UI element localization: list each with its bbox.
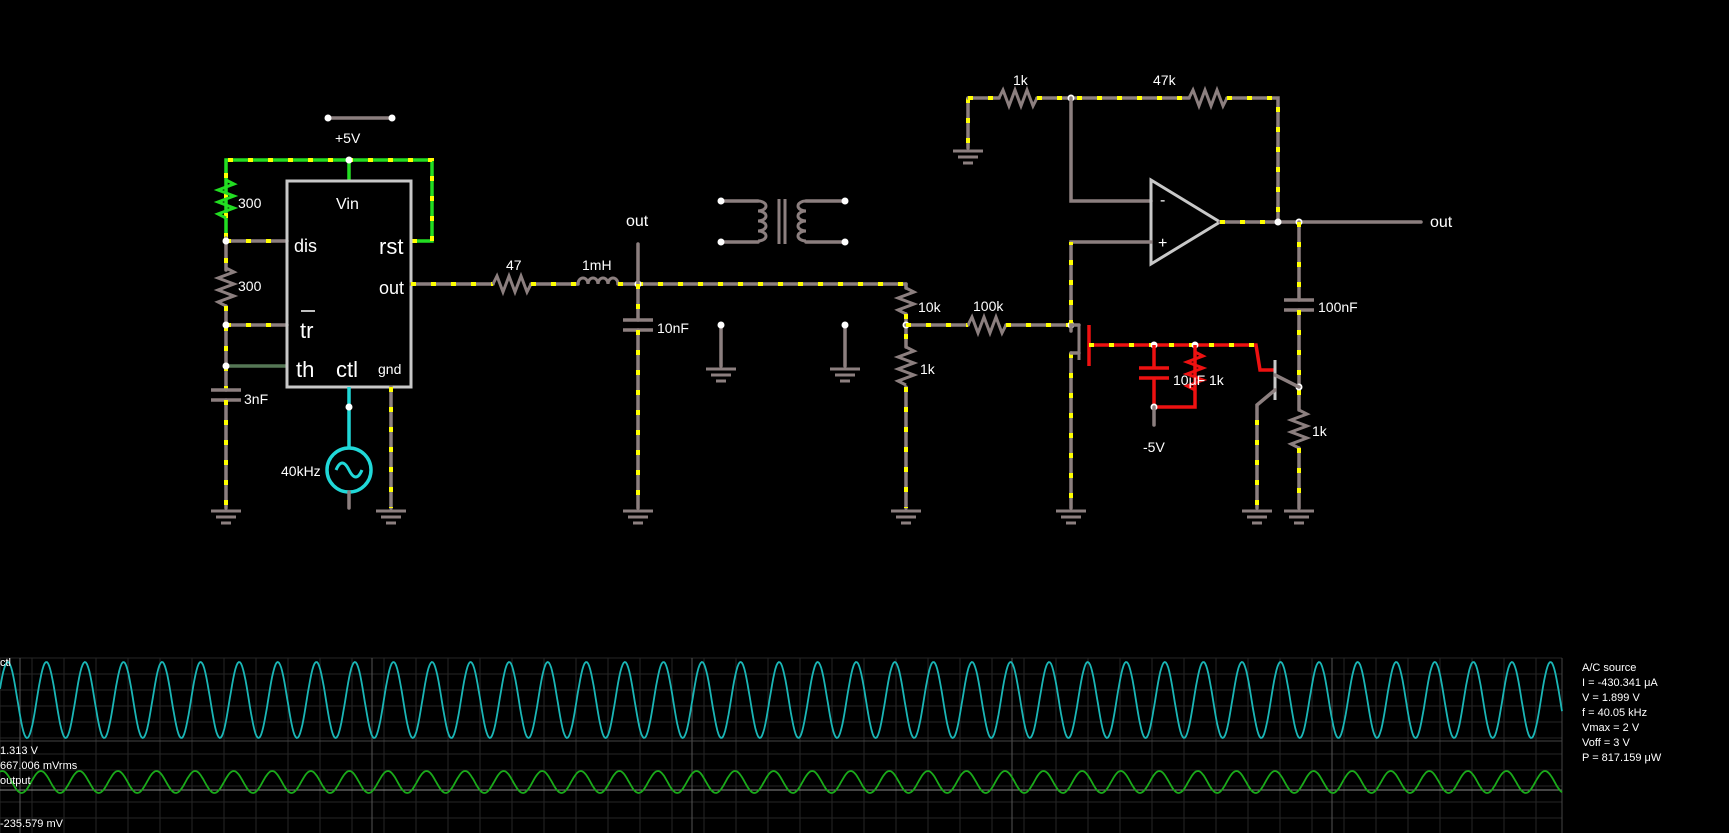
r-100k-label: 100k	[973, 298, 1004, 314]
bjt-emitter[interactable]	[1255, 388, 1277, 510]
scope-grid	[0, 657, 1563, 833]
cap-filter-label: 10nF	[657, 320, 689, 336]
node	[841, 321, 849, 329]
resistor-10k[interactable]	[893, 286, 919, 316]
node	[717, 197, 725, 205]
node	[388, 114, 396, 122]
node	[1274, 218, 1282, 226]
noninverting-wire[interactable]	[1069, 240, 1153, 327]
trace1-name: ctl	[0, 657, 11, 669]
cap-out-label: 100nF	[1318, 299, 1358, 315]
node	[222, 362, 230, 370]
resistor-300-top[interactable]	[213, 178, 239, 220]
r-top-label: 300	[238, 195, 262, 211]
ground-stub[interactable]	[719, 323, 847, 368]
resistor-300-mid[interactable]	[213, 266, 239, 308]
transformer-primary-leads[interactable]	[719, 199, 760, 244]
oscilloscope-panel[interactable]	[0, 657, 1563, 833]
node	[841, 197, 849, 205]
r-fb-1k-label: 1k	[1013, 72, 1029, 88]
sine-icon	[334, 461, 364, 479]
node	[345, 156, 353, 164]
node	[222, 237, 230, 245]
resistor-emitter-1k[interactable]	[1286, 408, 1312, 450]
ground-symbols	[211, 149, 1314, 525]
info-power: P = 817.159 μW	[1582, 752, 1662, 764]
info-vmax: Vmax = 2 V	[1582, 722, 1640, 734]
info-voff: Voff = 3 V	[1582, 737, 1630, 749]
node	[841, 238, 849, 246]
current-dots	[224, 158, 434, 243]
resistor-fb-47k[interactable]	[1187, 85, 1229, 111]
pin-gnd-label: gnd	[378, 361, 401, 377]
supply-label: +5V	[335, 130, 361, 146]
pin-vin-label: Vin	[336, 196, 359, 213]
r-mid-label: 300	[238, 278, 262, 294]
resistor-bias-1k[interactable]	[1182, 350, 1208, 392]
info-panel: A/C source I = -430.341 μA V = 1.899 V f…	[1582, 661, 1661, 766]
r-1k-div-label: 1k	[920, 361, 936, 377]
opamp-minus-label: -	[1160, 192, 1165, 209]
inverting-wire[interactable]	[1069, 96, 1153, 203]
wire[interactable]	[1069, 323, 1081, 355]
info-current: I = -430.341 μA	[1582, 677, 1658, 689]
r-fb-47k-label: 47k	[1153, 72, 1177, 88]
r-10k-label: 10k	[918, 299, 942, 315]
pin-th-label: th	[296, 357, 314, 382]
current-dots	[1227, 96, 1280, 222]
node	[345, 403, 353, 411]
node	[324, 114, 332, 122]
info-voltage: V = 1.899 V	[1582, 692, 1640, 704]
pin-dis-label: dis	[294, 236, 317, 256]
trace2-value: -235.579 mV	[0, 818, 63, 830]
scope-trace-output	[0, 770, 1563, 794]
gate-wire[interactable]	[1089, 343, 1275, 372]
out-label-1: out	[626, 213, 649, 230]
scope-trace-ctl	[0, 660, 1563, 740]
transformer-primary[interactable]	[757, 199, 768, 243]
pin-ctl-label: ctl	[336, 357, 358, 382]
cap-bias-label: 10μF	[1173, 372, 1205, 388]
node	[222, 321, 230, 329]
node	[717, 321, 725, 329]
resistor-47[interactable]	[491, 271, 533, 297]
transformer-secondary[interactable]	[796, 199, 807, 243]
resistor-1k-divider[interactable]	[893, 345, 919, 387]
neg-supply-label: -5V	[1143, 439, 1165, 455]
resistor-100k[interactable]	[966, 312, 1008, 338]
out-label-2: out	[1430, 214, 1453, 231]
wire[interactable]	[1225, 96, 1280, 224]
pin-out-label: out	[379, 278, 404, 298]
inductor-label: 1mH	[582, 257, 612, 273]
resistor-fb-1k[interactable]	[997, 85, 1039, 111]
pin-tr-label: tr	[300, 318, 313, 343]
node	[717, 238, 725, 246]
pin-rst-label: rst	[379, 234, 403, 259]
info-frequency: f = 40.05 kHz	[1582, 707, 1648, 719]
ac-freq-label: 40kHz	[281, 463, 321, 479]
trace2-rms: 667.006 mVrms	[0, 760, 78, 772]
r-bias-label: 1k	[1209, 372, 1225, 388]
info-title: A/C source	[1582, 662, 1637, 674]
trace2-name: output	[0, 775, 31, 787]
cap-timing-label: 3nF	[244, 391, 268, 407]
bjt-collector[interactable]	[1273, 373, 1301, 389]
r-emitter-label: 1k	[1312, 423, 1328, 439]
inductor-1mh[interactable]	[576, 276, 620, 285]
trace1-value: 1.313 V	[0, 745, 38, 757]
opamp-plus-label: +	[1158, 235, 1167, 252]
r-series-label: 47	[506, 257, 522, 273]
transformer-secondary-leads[interactable]	[804, 199, 847, 244]
op-amp[interactable]	[1149, 177, 1223, 267]
